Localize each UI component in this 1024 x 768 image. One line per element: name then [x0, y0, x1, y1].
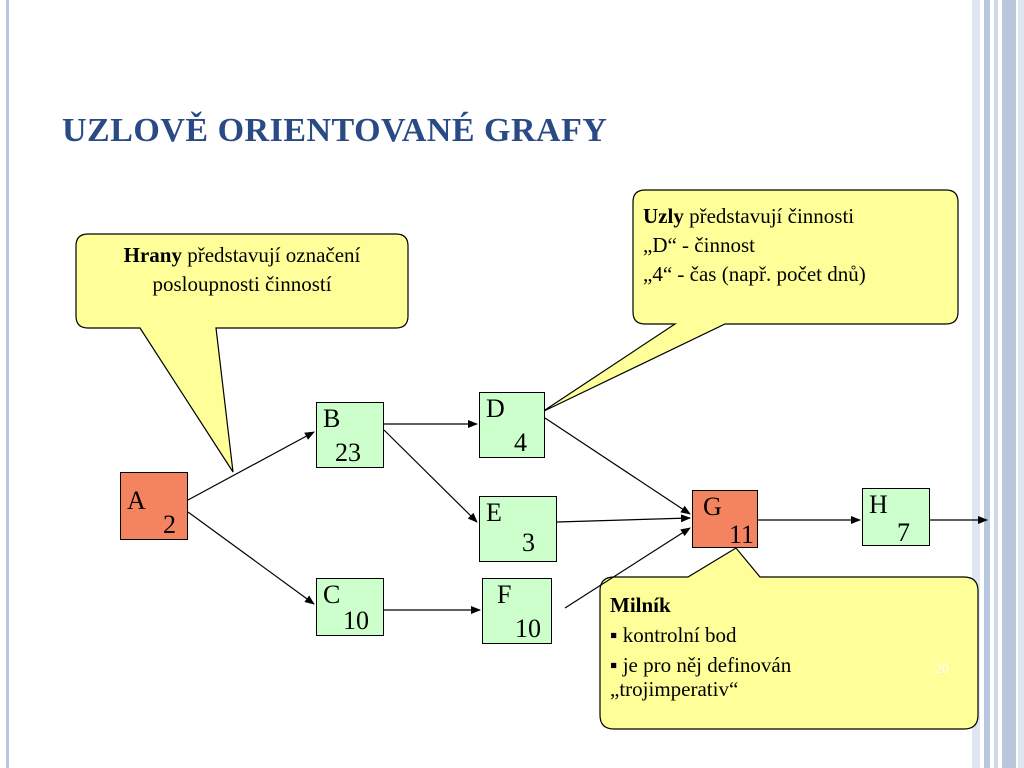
node-F-letter: F: [497, 580, 512, 609]
node-D-letter: D: [486, 394, 505, 423]
node-A-letter: A: [127, 486, 146, 515]
bullet-icon: ▪: [610, 623, 618, 647]
edge-A-B: [187, 431, 315, 501]
uzly-bold-label: Uzly: [643, 204, 684, 228]
node-E: E 3: [479, 496, 557, 562]
edge-A-C: [187, 511, 315, 605]
edge-E-G: [556, 514, 691, 523]
milnik-bold-label: Milník: [610, 593, 671, 617]
hrany-bold-label: Hrany: [123, 243, 182, 267]
uzly-callout: Uzly představují činnosti „D“ - činnost …: [643, 202, 953, 289]
node-H: H 7: [862, 488, 930, 547]
uzly-text-line2: „D“ - činnost: [643, 233, 755, 257]
right-frame-bars: [972, 0, 1024, 768]
milnik-item2: je pro něj definován: [622, 653, 792, 677]
node-B-value: 23: [335, 438, 361, 467]
node-E-value: 3: [522, 528, 535, 557]
slide-number: 20: [935, 662, 949, 677]
node-C-letter: C: [323, 580, 341, 609]
node-B-letter: B: [323, 404, 341, 433]
node-B: B 23: [316, 402, 384, 468]
node-C: C 10: [316, 578, 384, 636]
milnik-callout: Milník ▪ kontrolní bod ▪ je pro něj defi…: [610, 590, 940, 704]
hrany-text-line2: posloupnosti činností: [152, 272, 332, 296]
edge-B-E: [383, 429, 478, 523]
hrany-text: představují označení: [181, 243, 361, 267]
milnik-callout-shape: [599, 547, 979, 730]
node-A: A 2: [120, 472, 188, 540]
node-H-letter: H: [869, 490, 888, 519]
hrany-callout-shape: [75, 233, 409, 473]
uzly-text: představují činnosti: [683, 204, 855, 228]
node-E-letter: E: [486, 498, 502, 527]
left-frame-line: [6, 0, 9, 768]
node-F-value: 10: [515, 614, 541, 643]
node-G-value: 11: [729, 520, 755, 549]
node-C-value: 10: [343, 606, 369, 635]
uzly-text-line3: „4“ - čas (např. počet dnů): [643, 262, 866, 286]
edge-F-G: [564, 527, 691, 609]
node-G: G 11: [692, 490, 758, 549]
milnik-item1: kontrolní bod: [622, 623, 737, 647]
node-D: D 4: [479, 392, 545, 458]
node-G-letter: G: [703, 492, 722, 521]
node-F: F 10: [482, 578, 552, 644]
milnik-item2-cont: „trojimperativ“: [610, 677, 739, 701]
node-H-value: 7: [897, 518, 910, 547]
slide-title: UZLOVĚ ORIENTOVANÉ GRAFY: [62, 112, 608, 149]
hrany-callout: Hrany představují označení posloupnosti …: [80, 241, 404, 299]
edge-D-G: [544, 417, 691, 515]
uzly-callout-shape: [541, 189, 959, 413]
node-A-value: 2: [163, 510, 176, 539]
node-D-value: 4: [514, 428, 527, 457]
bullet-icon: ▪: [610, 653, 618, 677]
